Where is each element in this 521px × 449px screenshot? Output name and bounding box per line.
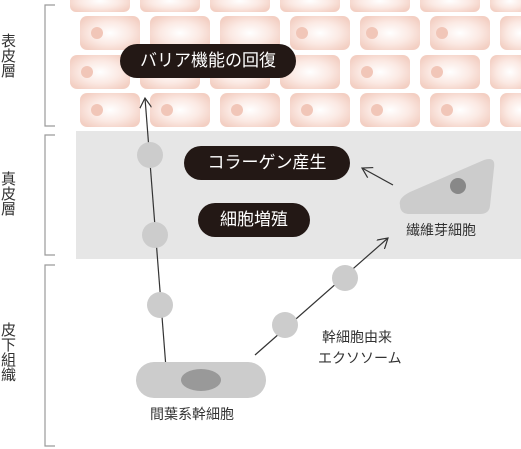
cell-proliferation-pill: 細胞増殖: [198, 203, 310, 237]
bracket-epidermis: [44, 4, 55, 127]
layer-brackets: [44, 4, 55, 447]
exosome-label-line1: 幹細胞由来: [322, 330, 392, 346]
particle: [137, 142, 163, 168]
fibroblast-arrow: [362, 168, 394, 186]
label-subcutaneous: 皮下組織: [0, 322, 17, 382]
particle: [142, 222, 168, 248]
bracket-dermis: [44, 134, 55, 256]
particle: [147, 292, 173, 318]
barrier-recovery-pill: バリア機能の回復: [120, 44, 296, 78]
stem-cell: [136, 362, 266, 398]
collagen-production-pill: コラーゲン産生: [184, 146, 350, 180]
label-dermis: 真皮層: [0, 170, 17, 216]
label-epidermis: 表皮層: [0, 32, 17, 78]
particle: [272, 312, 298, 338]
epidermis-row-1: [70, 0, 521, 12]
epidermis-row-4: [80, 93, 521, 127]
diagonal-arrow-line: [254, 238, 388, 356]
diagonal-pathway: [254, 238, 388, 356]
bracket-subcutaneous: [44, 264, 55, 447]
fibroblast-cell: [399, 159, 495, 214]
epidermis-cells: [70, 0, 521, 127]
particle: [332, 265, 358, 291]
exosome-label-line2: エクソソーム: [318, 351, 402, 367]
stem-cell-label: 間葉系幹細胞: [150, 407, 234, 423]
vertical-pathway: [137, 98, 173, 369]
fibroblast-label: 繊維芽細胞: [406, 223, 476, 239]
epidermis-row-2: [80, 16, 521, 50]
